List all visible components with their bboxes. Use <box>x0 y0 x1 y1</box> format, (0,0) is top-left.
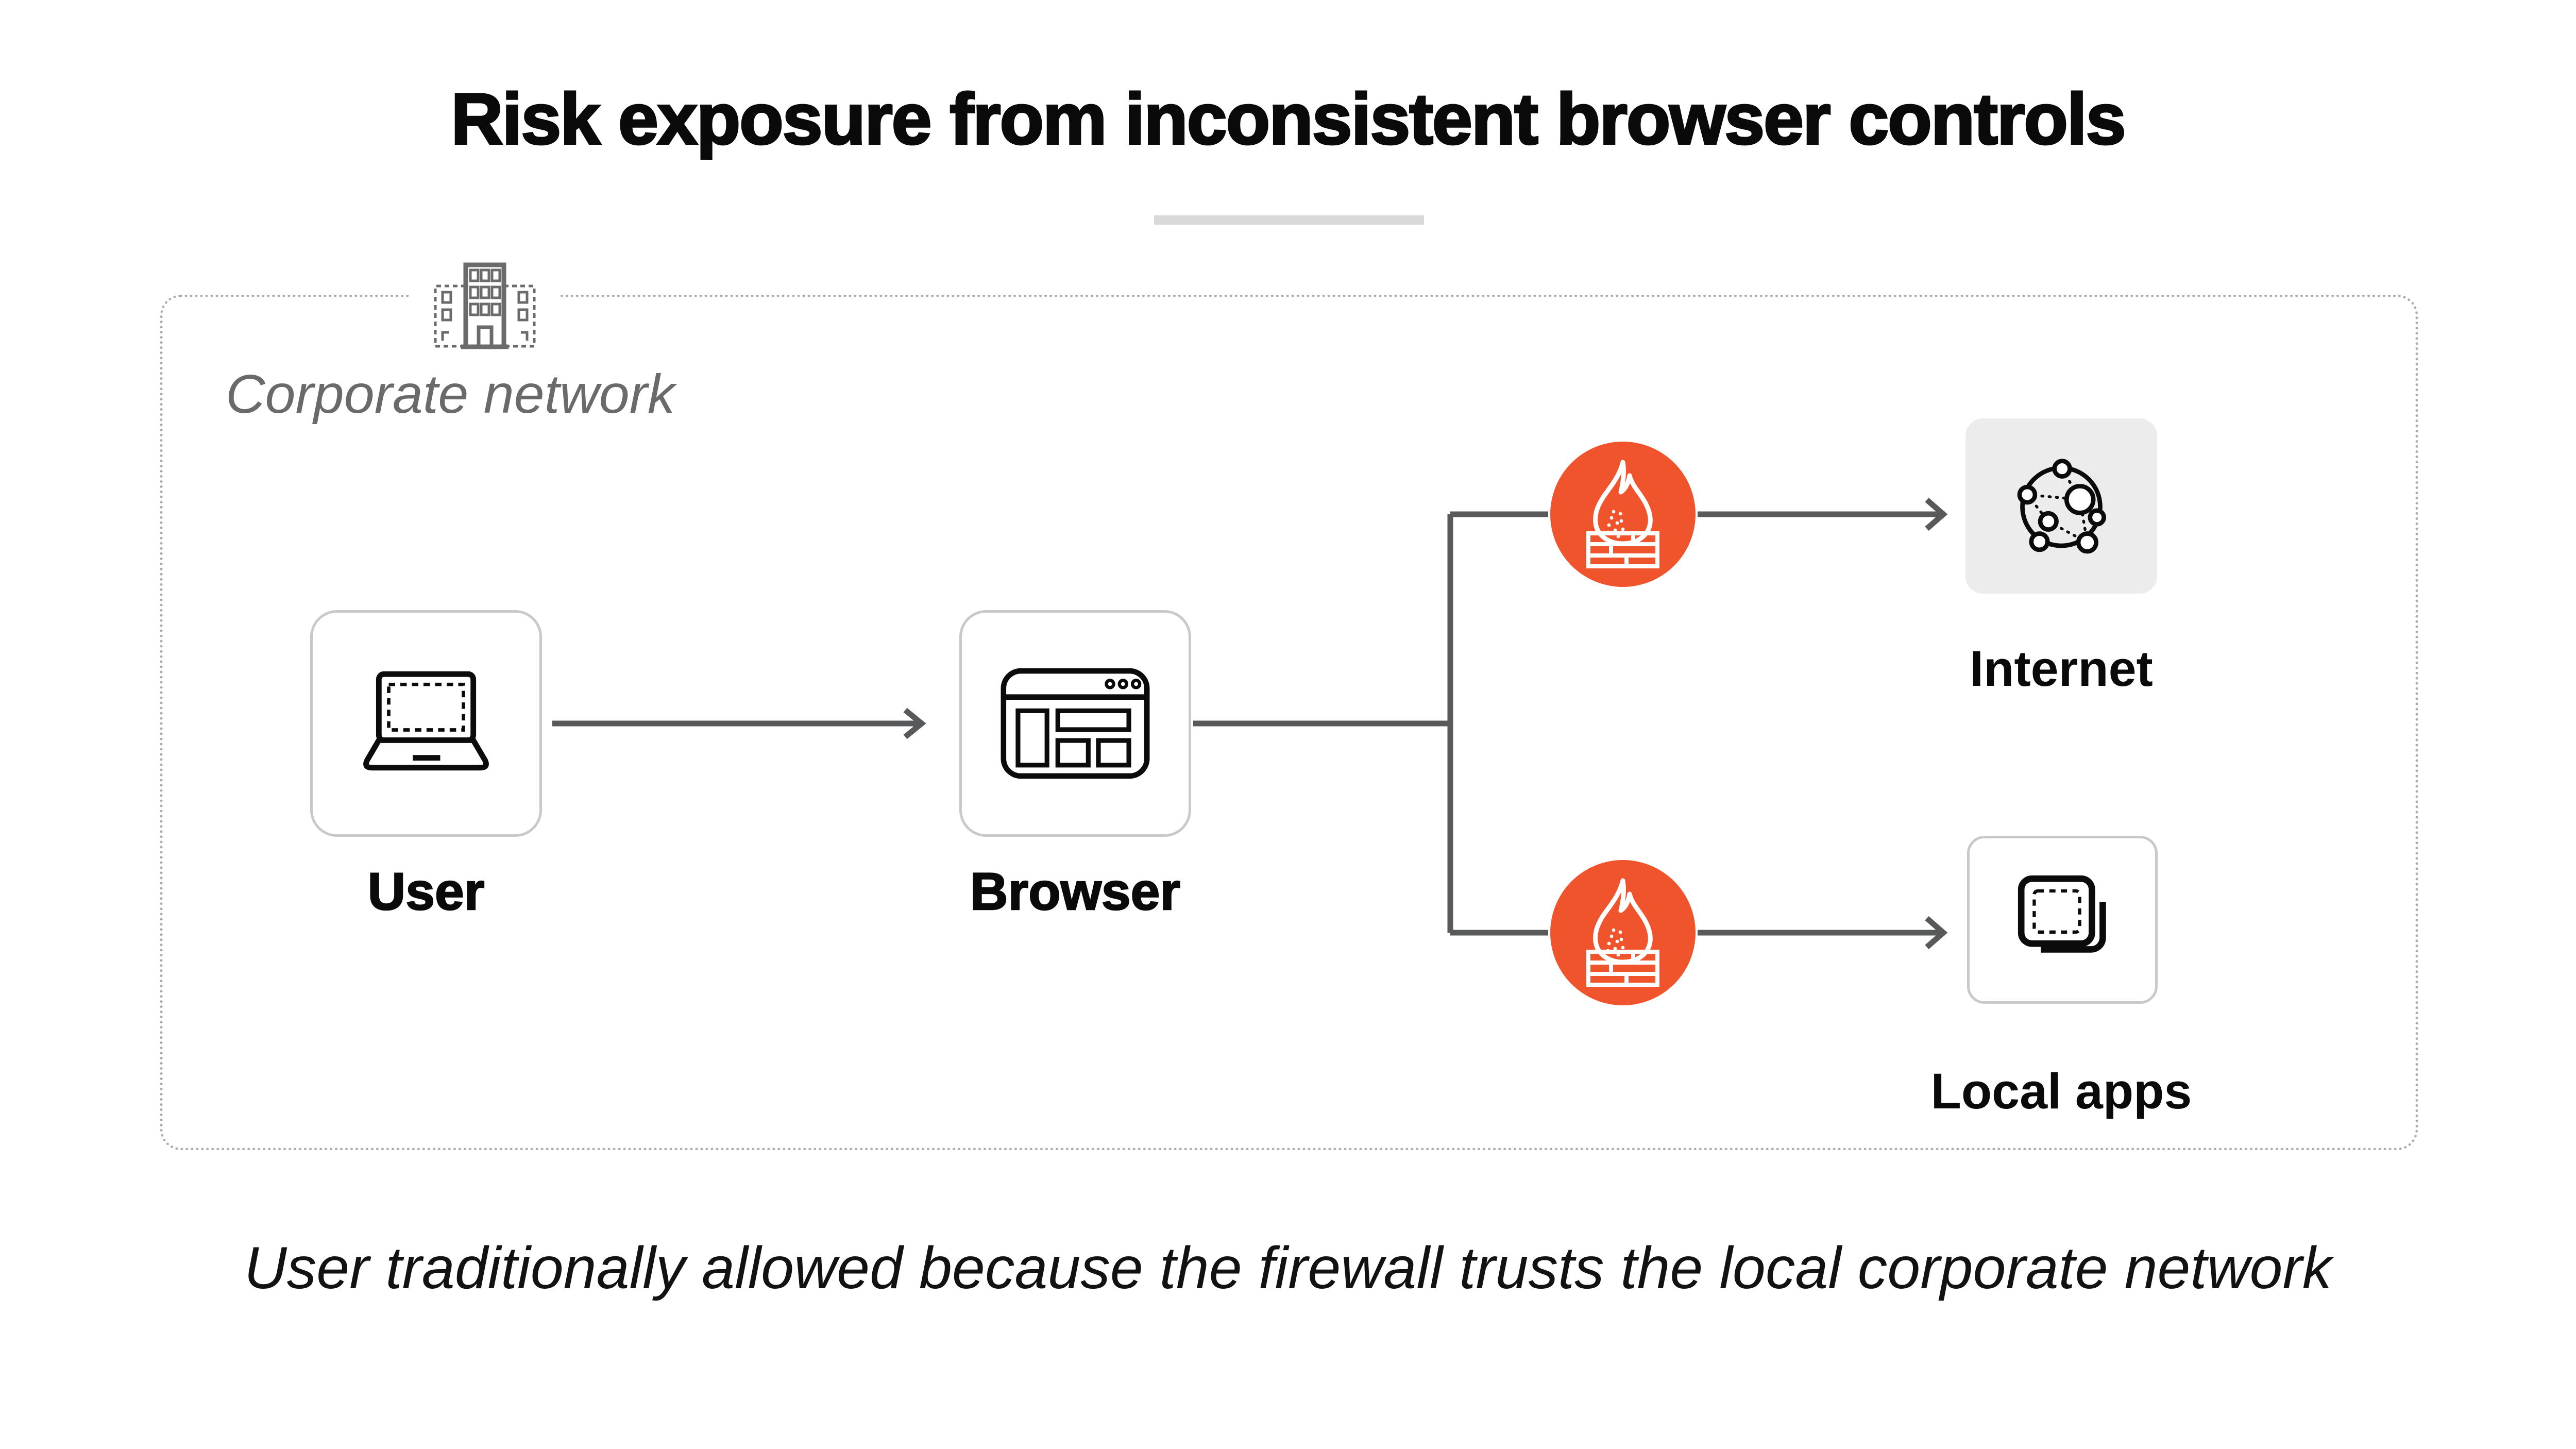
node-browser <box>959 610 1191 837</box>
firewall-top <box>1550 442 1696 587</box>
node-user-label: User <box>367 862 485 922</box>
laptop-icon <box>363 671 489 771</box>
office-building-icon <box>410 258 560 355</box>
firewall-icon <box>1586 460 1659 568</box>
node-internet-label: Internet <box>1970 641 2153 697</box>
page-title: Risk exposure from inconsistent browser … <box>450 77 2127 160</box>
node-user <box>310 610 542 837</box>
node-local-apps-label: Local apps <box>1930 1063 2192 1119</box>
title-underline <box>1154 215 1424 225</box>
browser-window-icon <box>1001 668 1150 779</box>
node-local-apps <box>1967 836 2158 1004</box>
caption-text: User traditionally allowed because the f… <box>244 1235 2332 1301</box>
firewall-icon <box>1586 878 1659 987</box>
firewall-bottom <box>1550 860 1696 1005</box>
network-globe-icon <box>2017 459 2106 554</box>
corporate-network-label: Corporate network <box>226 364 675 425</box>
node-internet <box>1965 418 2157 594</box>
stacked-apps-icon <box>2018 875 2106 953</box>
node-browser-label: Browser <box>970 862 1181 922</box>
corporate-network-zone <box>160 295 2418 1150</box>
